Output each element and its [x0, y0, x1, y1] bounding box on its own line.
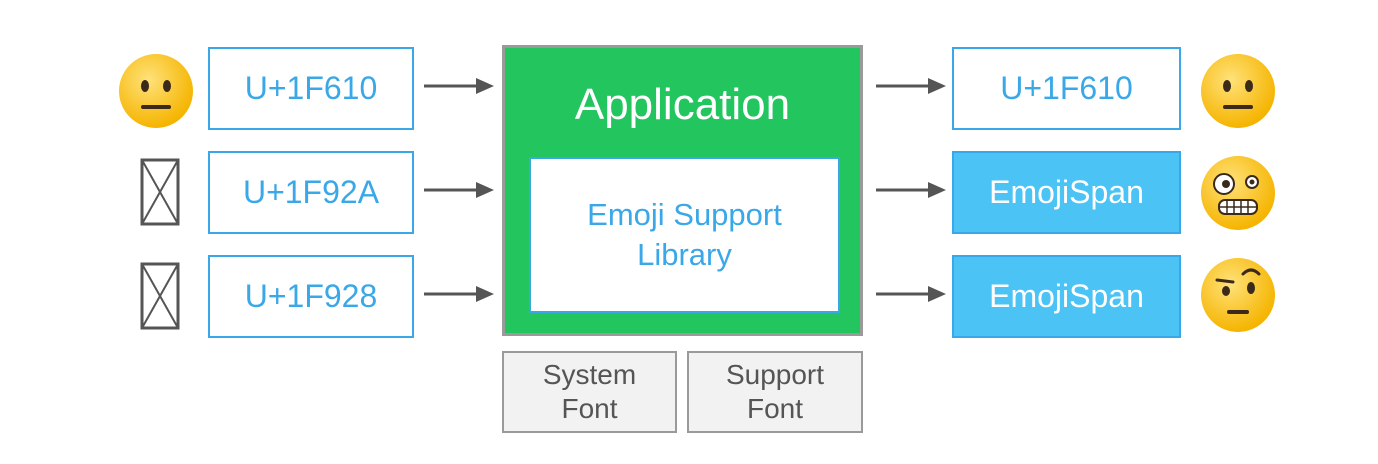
system-font-line1: System [542, 359, 637, 390]
support-font-line1: Support [725, 359, 825, 390]
library-label-line1: Emoji Support [587, 197, 782, 232]
arrow-right-icon [424, 182, 494, 198]
system-font-box: System Font [502, 351, 677, 433]
output-label: U+1F610 [1000, 70, 1133, 106]
emoji-support-library-box: Emoji Support Library [529, 157, 840, 313]
arrow-right-icon [876, 182, 946, 198]
arrow-right-icon [424, 286, 494, 302]
arrow-right-icon [876, 286, 946, 302]
neutral-face-icon [1201, 54, 1275, 128]
arrow-right-icon [424, 78, 494, 94]
missing-glyph-icon [140, 262, 180, 330]
input-code-box: U+1F92A [208, 151, 414, 234]
emojispan-box: EmojiSpan [952, 151, 1181, 234]
input-code-label: U+1F928 [244, 278, 378, 314]
missing-glyph-icon [140, 158, 180, 226]
support-font-box: Support Font [687, 351, 863, 433]
input-code-label: U+1F92A [242, 174, 380, 210]
output-label: EmojiSpan [989, 174, 1144, 210]
application-block: Application Emoji Support Library [502, 45, 863, 336]
output-label: EmojiSpan [989, 278, 1144, 314]
application-title: Application [574, 80, 791, 129]
input-code-label: U+1F610 [244, 70, 378, 106]
raised-eyebrow-icon [1201, 258, 1275, 332]
emojispan-box: EmojiSpan [952, 255, 1181, 338]
grimacing-wide-eye-icon [1201, 156, 1275, 230]
input-code-box: U+1F610 [208, 47, 414, 130]
library-label-line2: Library [637, 237, 732, 272]
support-font-line2: Font [746, 393, 803, 424]
arrow-right-icon [876, 78, 946, 94]
neutral-face-icon [119, 54, 193, 128]
system-font-line2: Font [561, 393, 618, 424]
output-code-box: U+1F610 [952, 47, 1181, 130]
input-code-box: U+1F928 [208, 255, 414, 338]
